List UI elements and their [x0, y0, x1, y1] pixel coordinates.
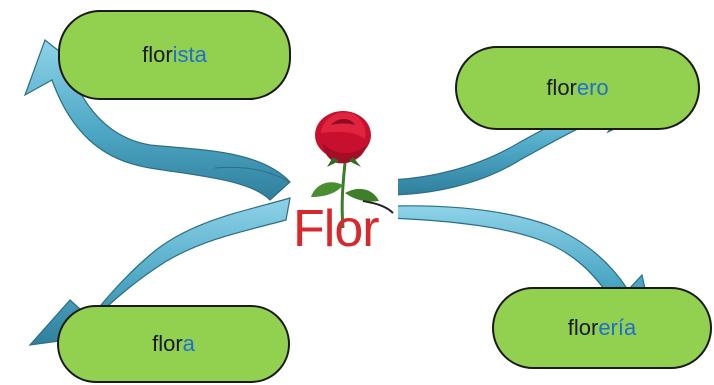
- arrow-to-florista: [23, 39, 291, 201]
- rose-flower-icon: [293, 93, 398, 255]
- word-root: flor: [546, 75, 577, 100]
- word-suffix: ista: [172, 42, 207, 67]
- center-word-label: Flor: [293, 202, 380, 256]
- arrow-to-floreria: [387, 205, 656, 337]
- word-root: flor: [152, 331, 183, 356]
- word-suffix: ero: [576, 75, 609, 100]
- arrow-to-flora: [28, 197, 291, 346]
- word-suffix: ería: [598, 315, 637, 340]
- word-root: flor: [567, 315, 599, 340]
- word-suffix: a: [182, 331, 195, 356]
- word-root: flor: [142, 42, 173, 67]
